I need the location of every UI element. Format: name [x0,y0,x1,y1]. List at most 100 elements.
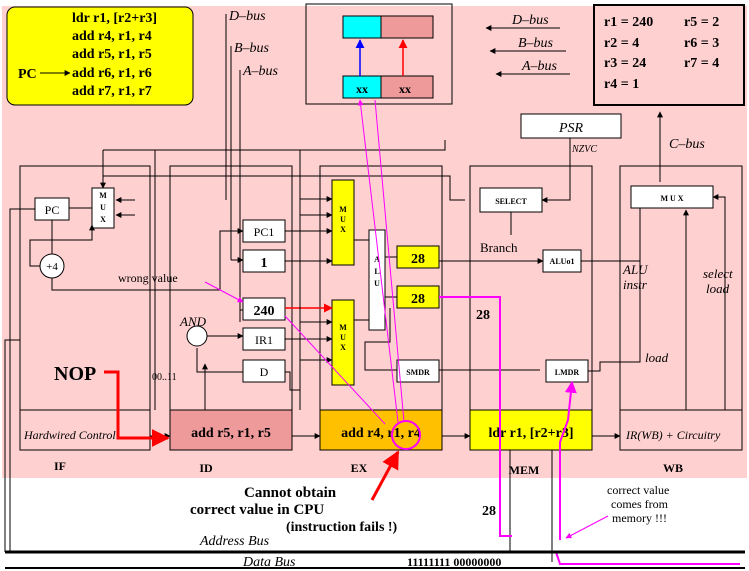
program-line: add r5, r1, r5 [72,47,152,62]
aluo1-label: ALUo1 [550,257,575,266]
regfile-frame [305,3,453,105]
ir1-label: IR1 [255,333,273,347]
alu-out-28-top-label: 28 [411,252,425,267]
if-mux-label: X [100,215,106,224]
forward-line-a [357,99,399,423]
register-value: r3 = 24 [604,56,646,71]
one-label: 1 [261,256,268,271]
psr-label: PSR [558,121,584,136]
select-load-label-1: select [703,266,733,281]
register-values-box [593,4,745,106]
and-gate [186,325,208,347]
register-value: r7 = 4 [684,56,719,71]
alu-label: A [374,255,380,264]
ex-mux-top-label: M [339,205,347,214]
ex-mux-bottom-label: M [339,323,347,332]
bits-label: 00..11 [152,372,177,383]
cannot-line-1: Cannot obtain [244,485,337,501]
register-value: r4 = 1 [604,77,639,92]
r1-highlight-circle [391,420,421,450]
correct-line-3: memory !!! [612,511,667,525]
reg-240-label: 240 [254,304,275,319]
smdr [396,359,440,383]
register-value: r2 = 4 [604,36,639,51]
d-bus-label-left: D–bus [228,9,266,24]
a-bus-label-left: A–bus [242,64,279,79]
hardwired-control [19,409,151,451]
correct-arrow [565,515,609,539]
ex-mux-top-label: X [340,225,346,234]
wb-mux-label: M U X [660,194,683,203]
d-label: D [260,365,269,379]
if-mux-label: U [100,203,106,212]
regfile-top-left [342,15,382,39]
pc1-label: PC1 [254,225,275,239]
alu-instr-label-1: ALU [622,262,649,277]
program-line: add r4, r1, r4 [72,29,152,44]
hardwired-control-label: Hardwired Control [23,428,116,442]
alu-instr-label-2: instr [623,277,648,292]
forward-line-b [374,99,405,423]
cannot-line-3: (instruction fails !) [286,520,398,535]
register-value: r6 = 3 [684,36,719,51]
magenta-path-bottom [555,551,740,565]
stage-label-wb: WB [663,461,683,475]
c-bus-label: C–bus [669,137,705,152]
and-label: AND [179,314,207,329]
nop-arrow [104,370,170,447]
ex-mux-bottom-label: X [340,343,346,352]
wrong-value-label: wrong value [118,271,178,285]
pc-label: PC [18,67,37,82]
select-label: SELECT [495,197,527,206]
wb-instruction: IR(WB) + Circuitry [625,428,721,442]
select-box [479,187,543,213]
data-bus-label: Data Bus [242,555,296,570]
val28-right: 28 [476,308,490,323]
ex-mux-bottom [331,299,355,386]
magenta-path-mem [559,380,577,540]
alu-label: L [374,267,379,276]
magenta-path-alu [439,296,512,537]
stage-label-ex: EX [351,461,368,475]
regfile-cell-right [380,75,434,99]
program-lines: ldr r1, [r2+r3] add r4, r1, r4 add r5, r… [72,11,157,99]
lmdr-label: LMDR [555,368,580,377]
correct-line-1: correct value [607,483,669,497]
correct-line-2: comes from [611,497,669,511]
b-bus-label-right: B–bus [518,36,554,51]
reg-240 [242,297,286,321]
ex-mux-bottom-label: U [340,333,346,342]
ex-instruction: add r4, r1, r4 [341,426,421,441]
alu [368,229,386,331]
pc-register-label: PC [45,203,60,217]
load-label: load [645,350,669,365]
psr-flags: NZVC [571,144,597,155]
wrong-value-arrow [204,281,244,303]
cannot-line-2: correct value in CPU [190,502,324,518]
data-bus-value: 11111111 00000000 [407,555,501,569]
stage-label-mem: MEM [509,463,540,477]
program-line: add r7, r1, r7 [72,84,152,99]
regfile-xx-right: xx [399,82,411,96]
smdr-label: SMDR [406,368,430,377]
wb-instruction-box [619,409,743,451]
d-register [242,359,286,383]
alu-label: U [374,279,380,288]
ex-instruction-box [319,409,443,451]
forward-line-c [284,315,386,425]
ex-mux-top [331,179,355,266]
plus4-label: +4 [46,261,58,273]
register-value: r5 = 2 [684,15,719,30]
select-load-label-2: load [706,281,730,296]
psr-box [520,113,622,139]
d-bus-label-right: D–bus [511,13,549,28]
stage-label-id: ID [199,461,213,475]
id-instruction-box [169,409,293,451]
nop-label: NOP [54,363,96,385]
address-bus-label: Address Bus [199,534,270,549]
mem-instruction-box [469,409,593,451]
if-mux-label: M [99,191,107,200]
alu-out-28-bottom-label: 28 [411,292,425,307]
program-line: ldr r1, [r2+r3] [72,11,157,26]
